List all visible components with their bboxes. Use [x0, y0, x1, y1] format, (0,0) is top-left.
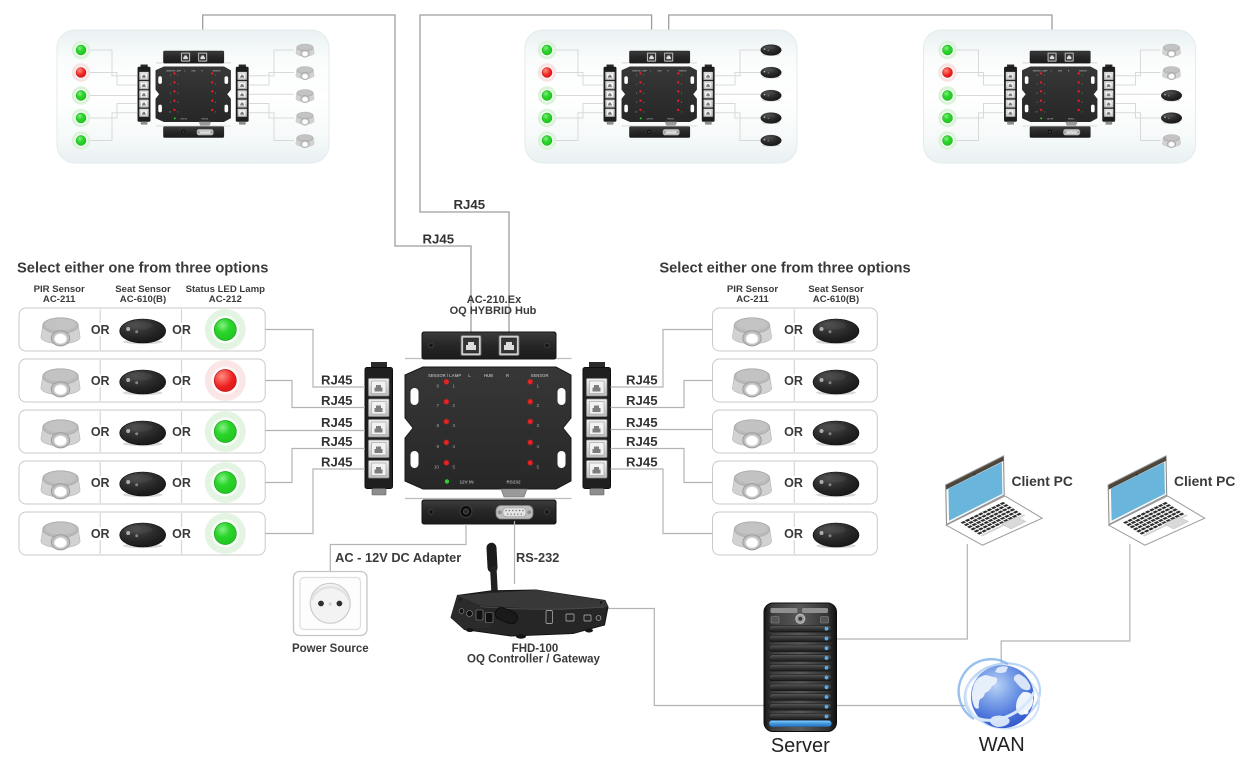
svg-text:AC-210.Ex: AC-210.Ex — [467, 294, 522, 306]
svg-text:WAN: WAN — [979, 734, 1025, 756]
svg-text:AC - 12V DC Adapter: AC - 12V DC Adapter — [335, 550, 461, 565]
svg-text:Seat Sensor: Seat Sensor — [808, 284, 864, 295]
svg-text:OR: OR — [91, 425, 110, 439]
svg-text:OR: OR — [172, 323, 191, 337]
svg-text:OR: OR — [172, 527, 191, 541]
svg-text:RJ45: RJ45 — [626, 393, 658, 408]
svg-text:OR: OR — [172, 374, 191, 388]
svg-text:RJ45: RJ45 — [454, 197, 486, 212]
svg-text:Server: Server — [771, 735, 830, 757]
svg-text:OQ Controller / Gateway: OQ Controller / Gateway — [467, 654, 601, 666]
svg-text:OR: OR — [91, 527, 110, 541]
svg-text:PIR Sensor: PIR Sensor — [727, 284, 778, 295]
svg-text:FHD-100: FHD-100 — [512, 643, 559, 655]
svg-text:RJ45: RJ45 — [321, 455, 353, 470]
svg-text:AC-610(B): AC-610(B) — [120, 294, 166, 305]
svg-text:OR: OR — [784, 527, 803, 541]
svg-text:OR: OR — [91, 476, 110, 490]
svg-text:OR: OR — [91, 323, 110, 337]
svg-text:AC-610(B): AC-610(B) — [813, 294, 859, 305]
svg-text:PIR Sensor: PIR Sensor — [34, 284, 85, 295]
svg-text:Client PC: Client PC — [1012, 474, 1073, 489]
svg-text:Power Source: Power Source — [292, 643, 369, 655]
svg-text:AC-211: AC-211 — [736, 294, 769, 305]
svg-text:RJ45: RJ45 — [626, 434, 658, 449]
svg-text:RJ45: RJ45 — [321, 434, 353, 449]
svg-text:OR: OR — [784, 425, 803, 439]
svg-text:RJ45: RJ45 — [321, 373, 353, 388]
svg-text:RJ45: RJ45 — [626, 373, 658, 388]
svg-text:OR: OR — [172, 476, 191, 490]
svg-text:RJ45: RJ45 — [321, 393, 353, 408]
svg-text:AC-211: AC-211 — [43, 294, 76, 305]
svg-text:Select either one from three o: Select either one from three options — [17, 261, 268, 277]
svg-text:OQ HYBRID Hub: OQ HYBRID Hub — [450, 305, 537, 317]
svg-text:OR: OR — [91, 374, 110, 388]
svg-text:OR: OR — [784, 476, 803, 490]
svg-text:RJ45: RJ45 — [626, 455, 658, 470]
svg-text:AC-212: AC-212 — [209, 294, 242, 305]
svg-text:RJ45: RJ45 — [626, 415, 658, 430]
svg-text:RJ45: RJ45 — [321, 415, 353, 430]
svg-text:Select either one from three o: Select either one from three options — [659, 261, 910, 277]
svg-text:OR: OR — [784, 323, 803, 337]
svg-text:RS-232: RS-232 — [516, 550, 559, 565]
svg-text:OR: OR — [172, 425, 191, 439]
svg-text:Status LED Lamp: Status LED Lamp — [186, 284, 266, 295]
svg-text:RJ45: RJ45 — [423, 232, 455, 247]
svg-text:OR: OR — [784, 374, 803, 388]
svg-text:Seat Sensor: Seat Sensor — [115, 284, 171, 295]
svg-text:Client PC: Client PC — [1174, 474, 1235, 489]
